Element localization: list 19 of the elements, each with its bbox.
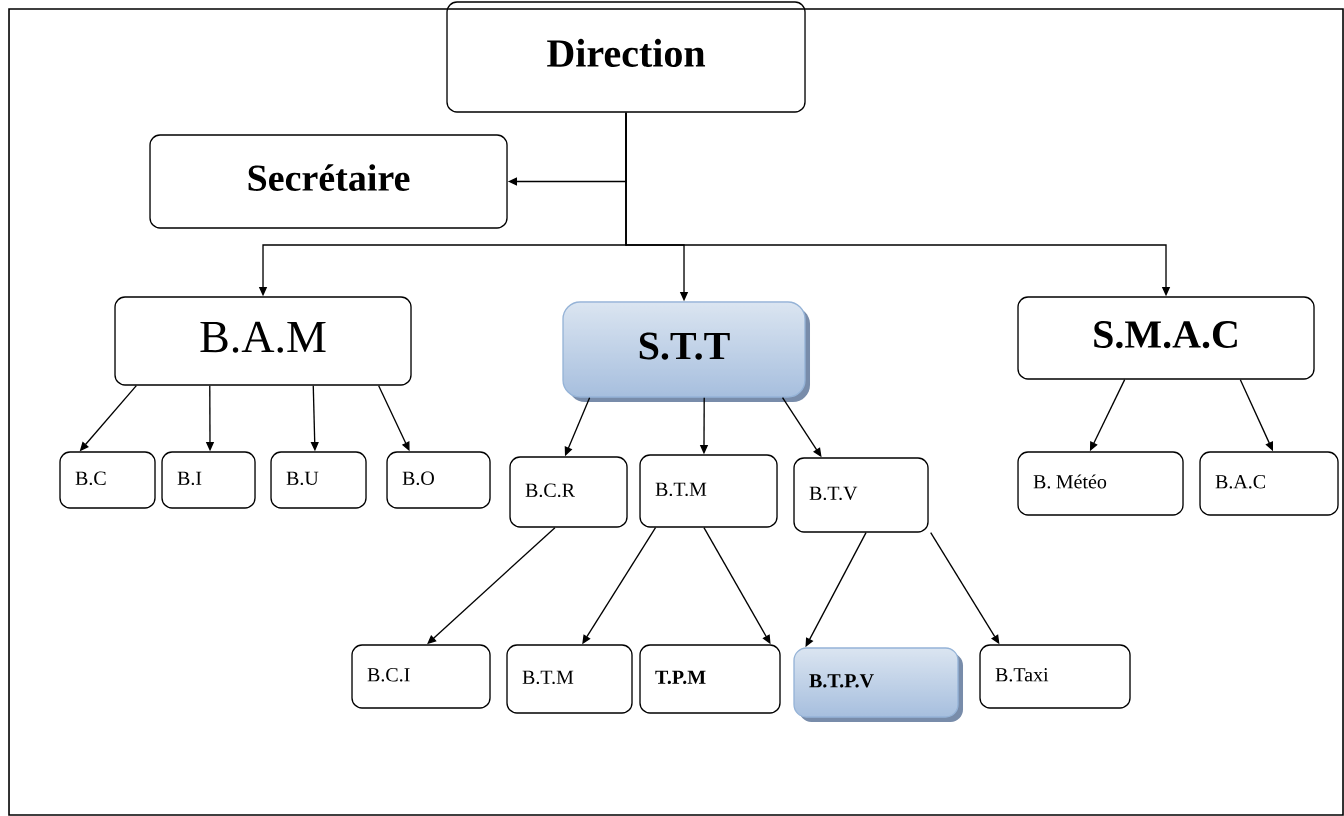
org-box: B.T.M <box>506 644 633 714</box>
org-box: Direction <box>446 1 806 113</box>
org-box: B.T.M <box>639 454 778 528</box>
org-box: B.A.M <box>114 296 412 386</box>
org-box: S.M.A.C <box>1017 296 1315 380</box>
org-box: B. Météo <box>1017 451 1184 516</box>
org-box: B.C.I <box>351 644 491 709</box>
org-box: B.C <box>59 451 156 509</box>
org-box: B.C.R <box>509 456 628 528</box>
org-box: B.Taxi <box>979 644 1131 709</box>
org-box: B.A.C <box>1199 451 1339 516</box>
org-box: T.P.M <box>639 644 781 714</box>
org-box: B.T.P.V <box>793 647 963 722</box>
org-box: B.U <box>270 451 367 509</box>
org-box: B.O <box>386 451 491 509</box>
org-box: B.T.V <box>793 457 929 533</box>
org-box: Secrétaire <box>149 134 508 229</box>
org-box: S.T.T <box>562 301 810 402</box>
org-box: B.I <box>161 451 256 509</box>
